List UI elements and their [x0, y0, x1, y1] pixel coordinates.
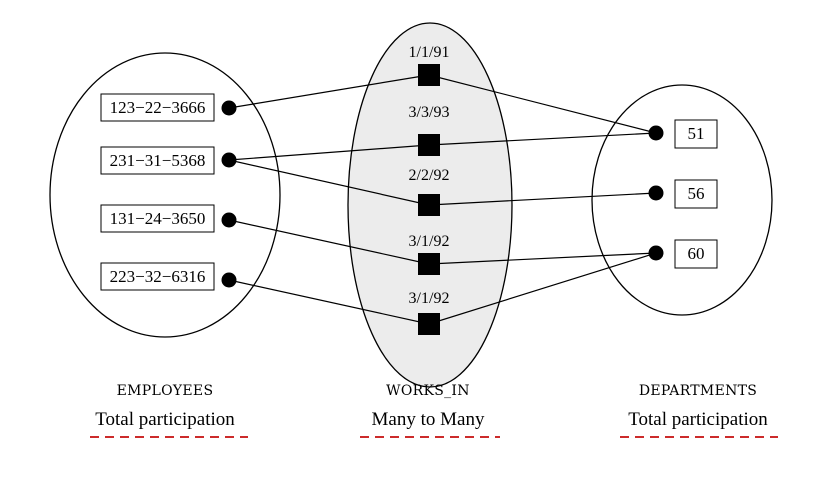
- employee-ssn-box: [100, 204, 215, 233]
- employee-ssn: 231−31−5368: [110, 151, 206, 170]
- employee-ssn: 223−32−6316: [110, 267, 206, 286]
- employee-dot: [221, 212, 237, 228]
- works-in-instance: 3/3/93: [409, 104, 450, 156]
- employee-ssn-box: [100, 93, 215, 122]
- employee-ssn: 123−22−3666: [110, 98, 206, 117]
- link-line: [428, 252, 657, 265]
- link-line: [228, 219, 430, 265]
- employee-entity: 223−32−6316: [100, 262, 237, 291]
- relationship-square: [418, 194, 440, 216]
- since-date: 3/1/92: [409, 290, 450, 307]
- works-in-cardinality-caption: Many to Many: [372, 409, 485, 430]
- link-line: [228, 74, 430, 109]
- works-in-set-label: WORKS_IN: [386, 383, 470, 399]
- link-line: [228, 144, 430, 161]
- department-dot: [648, 185, 664, 201]
- department-entity: 56: [648, 179, 718, 209]
- department-entity: 60: [648, 239, 718, 269]
- department-did-box: [674, 239, 718, 269]
- link-line: [428, 252, 657, 325]
- employee-dot: [221, 272, 237, 288]
- relationship-square: [418, 64, 440, 86]
- since-date: 2/2/92: [409, 167, 450, 184]
- department-dot: [648, 125, 664, 141]
- employees-participation-caption: Total participation: [95, 409, 235, 430]
- link-line: [228, 279, 430, 325]
- relationship-links: [228, 74, 657, 325]
- relationship-square: [418, 134, 440, 156]
- departments-set-label: DEPARTMENTS: [639, 383, 757, 399]
- employee-dot: [221, 100, 237, 116]
- employee-entity: 123−22−3666: [100, 93, 237, 122]
- since-date: 1/1/91: [409, 44, 450, 61]
- employee-dot: [221, 152, 237, 168]
- departments-participation-caption: Total participation: [628, 409, 768, 430]
- department-did: 60: [688, 244, 705, 263]
- works-in-instance: 3/1/92: [409, 233, 450, 275]
- relationship-square: [418, 253, 440, 275]
- employee-entity: 231−31−5368: [100, 146, 237, 175]
- department-did-box: [674, 119, 718, 149]
- since-date: 3/3/93: [409, 104, 450, 121]
- works-in-instance: 1/1/91: [409, 44, 450, 86]
- department-entity: 51: [648, 119, 718, 149]
- since-date: 3/1/92: [409, 233, 450, 250]
- employee-ssn-box: [100, 146, 215, 175]
- link-line: [428, 192, 657, 206]
- department-dot: [648, 245, 664, 261]
- employees-set-label: EMPLOYEES: [117, 383, 214, 399]
- works-in-instance: 3/1/92: [409, 290, 450, 335]
- works-in-instance: 2/2/92: [409, 167, 450, 216]
- relationship-square: [418, 313, 440, 335]
- link-line: [228, 159, 430, 206]
- department-did: 56: [688, 184, 705, 203]
- employee-ssn-box: [100, 262, 215, 291]
- department-did: 51: [688, 124, 705, 143]
- link-line: [428, 74, 657, 134]
- employee-entity: 131−24−3650: [100, 204, 237, 233]
- employee-ssn: 131−24−3650: [110, 209, 206, 228]
- department-did-box: [674, 179, 718, 209]
- link-line: [428, 132, 657, 146]
